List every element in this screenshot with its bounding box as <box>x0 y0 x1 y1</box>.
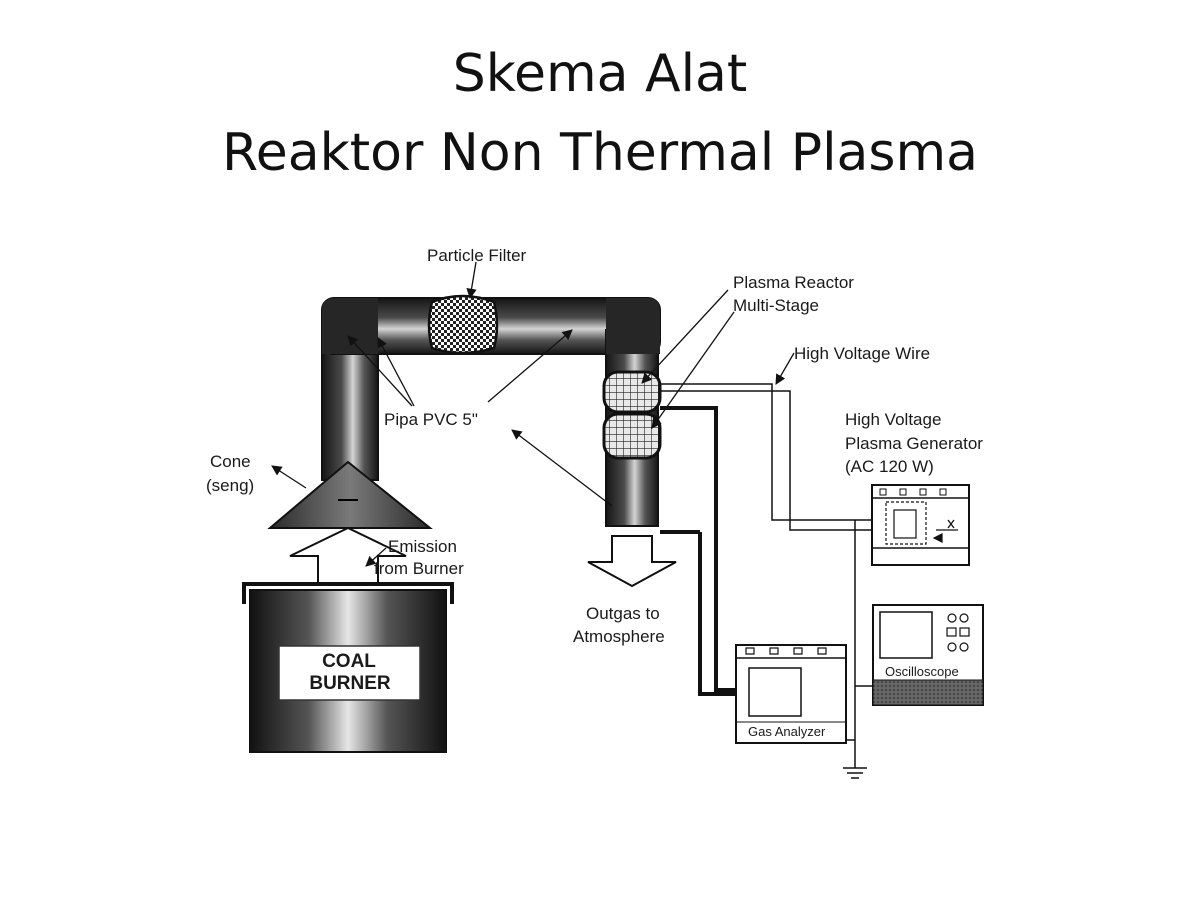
label-cone-line2: (seng) <box>206 476 254 495</box>
label-generator-line3: (AC 120 W) <box>845 457 934 476</box>
plasma-reactor-stages <box>602 370 662 460</box>
outgas-arrow <box>587 535 677 588</box>
label-outgas-line2: Atmosphere <box>573 627 665 646</box>
coal-burner <box>242 582 454 753</box>
label-gas-analyzer: Gas Analyzer <box>748 724 826 739</box>
oscilloscope <box>872 604 984 706</box>
leader-arrows <box>271 261 795 567</box>
slide-title-line2: Reaktor Non Thermal Plasma <box>221 123 979 183</box>
label-generator-line1: High Voltage <box>845 410 941 429</box>
label-plasma-reactor-line2: Multi-Stage <box>733 296 819 315</box>
plasma-generator <box>871 484 970 566</box>
label-burner-line1: COAL <box>322 651 376 672</box>
cone <box>267 460 433 529</box>
label-emission-line1: Emission <box>388 537 457 556</box>
high-voltage-wiring <box>660 383 873 779</box>
label-pipe: Pipa PVC 5" <box>384 410 478 429</box>
label-high-voltage-wire: High Voltage Wire <box>794 344 930 363</box>
gas-analyzer <box>735 644 847 744</box>
label-plasma-reactor-line1: Plasma Reactor <box>733 273 854 292</box>
label-burner-line2: BURNER <box>309 673 391 694</box>
label-particle-filter: Particle Filter <box>427 246 527 265</box>
particle-filter <box>427 294 499 355</box>
label-oscilloscope: Oscilloscope <box>885 664 959 679</box>
label-outgas-line1: Outgas to <box>586 604 660 623</box>
slide-title-line1: Skema Alat <box>452 44 748 104</box>
label-generator-line2: Plasma Generator <box>845 434 983 453</box>
emission-arrow <box>289 526 407 585</box>
label-emission-line2: from Burner <box>374 559 464 578</box>
label-cone-line1: Cone <box>210 452 251 471</box>
